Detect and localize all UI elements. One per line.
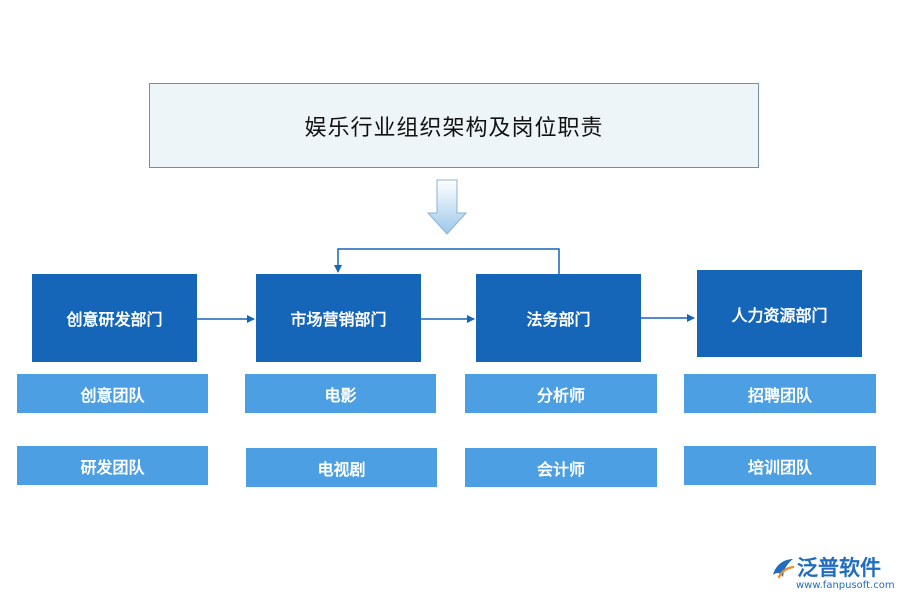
brand-name: 泛普软件 — [797, 556, 881, 580]
chart-title: 娱乐行业组织架构及岗位职责 — [149, 83, 759, 168]
team-film: 电影 — [245, 374, 436, 413]
brand-logo-icon — [773, 559, 795, 579]
team-training: 培训团队 — [684, 446, 876, 485]
department-legal: 法务部门 — [476, 274, 641, 362]
brand-logo: 泛普软件 www.fanpusoft.com — [770, 552, 895, 600]
department-hr: 人力资源部门 — [697, 270, 862, 357]
team-tv-drama: 电视剧 — [246, 448, 437, 487]
department-creative-rd: 创意研发部门 — [32, 274, 197, 362]
department-marketing: 市场营销部门 — [256, 274, 421, 362]
down-arrow-icon — [426, 179, 468, 235]
team-creative: 创意团队 — [17, 374, 208, 413]
team-accountant: 会计师 — [465, 448, 657, 487]
brand-url: www.fanpusoft.com — [796, 580, 895, 591]
team-analyst: 分析师 — [465, 374, 657, 413]
team-rd: 研发团队 — [17, 446, 208, 485]
arrow-legal-feedback-to-marketing — [334, 248, 560, 274]
team-recruiting: 招聘团队 — [684, 374, 876, 413]
